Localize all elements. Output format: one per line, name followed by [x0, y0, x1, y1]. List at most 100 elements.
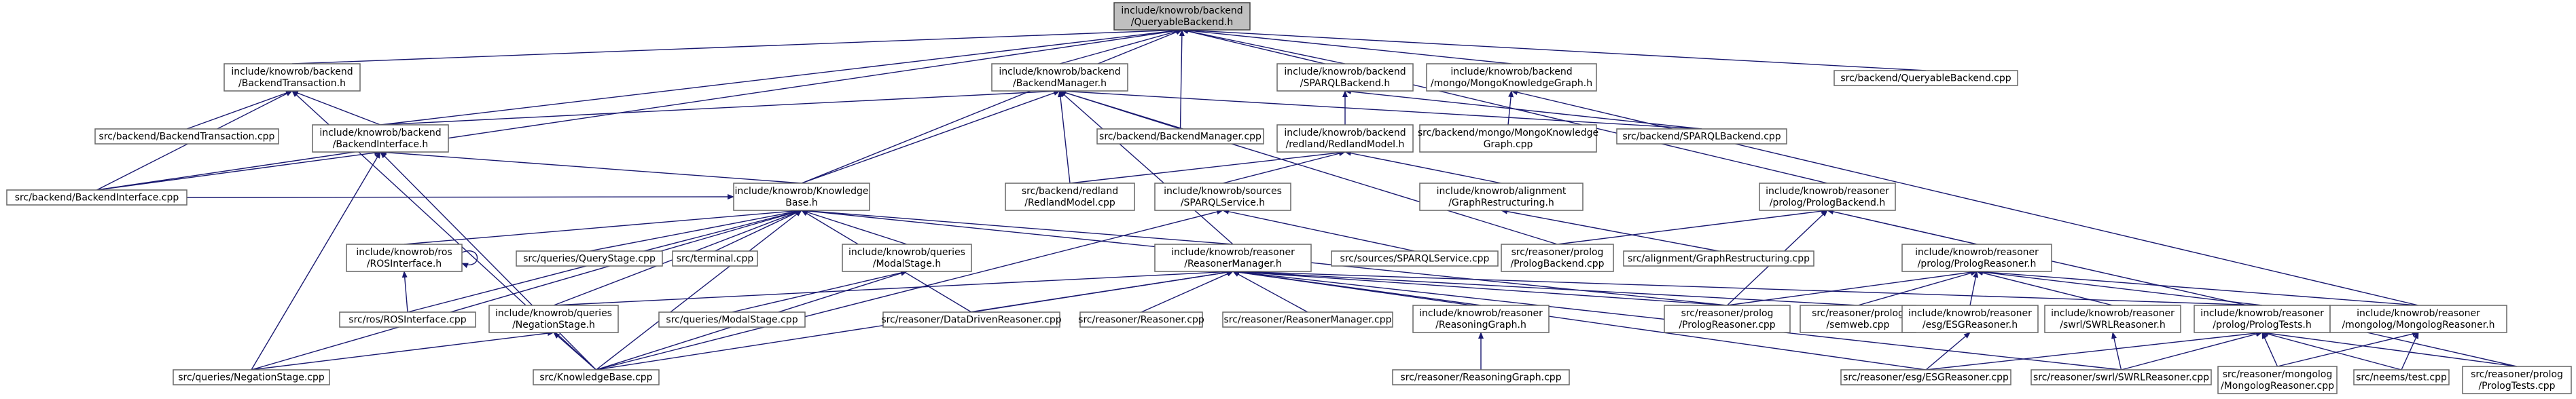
- edge-semweb_cpp-to-plr_h: [1857, 270, 1978, 306]
- node-label: src/backend/SPARQLBackend.cpp: [1622, 132, 1781, 142]
- file-node-neg-h[interactable]: include/knowrob/queries/NegationStage.h: [488, 305, 619, 333]
- node-box: [173, 369, 330, 385]
- file-node-gr-h[interactable]: include/knowrob/alignment/GraphRestructu…: [1419, 183, 1584, 211]
- file-node-esg-cpp[interactable]: src/reasoner/esg/ESGReasoner.cpp: [1840, 369, 2011, 385]
- file-node-mongokg-h[interactable]: include/knowrob/backend/mongo/MongoKnowl…: [1426, 63, 1597, 92]
- edge-kb_cpp-to-bi_h: [380, 151, 596, 370]
- file-node-rm-cpp[interactable]: src/reasoner/ReasonerManager.cpp: [1222, 311, 1393, 328]
- file-node-bm-cpp[interactable]: src/backend/BackendManager.cpp: [1096, 128, 1264, 145]
- edge-neg_cpp-to-kb_h: [251, 209, 802, 370]
- file-node-bi-cpp[interactable]: src/backend/BackendInterface.cpp: [6, 189, 187, 206]
- file-node-qb-h[interactable]: include/knowrob/backend/QueryableBackend…: [1113, 2, 1251, 31]
- file-node-reasoner-cpp[interactable]: src/reasoner/Reasoner.cpp: [1078, 311, 1204, 328]
- file-node-bi-h[interactable]: include/knowrob/backend/BackendInterface…: [312, 124, 449, 153]
- dependency-edge: [1976, 270, 2113, 306]
- file-node-plb-h[interactable]: include/knowrob/reasoner/prolog/PrologBa…: [1759, 183, 1896, 211]
- node-label: include/knowrob/reasoner: [1766, 186, 1889, 197]
- file-node-plr-h[interactable]: include/knowrob/reasoner/prolog/PrologRe…: [1901, 244, 2052, 272]
- node-label: include/knowrob/backend: [1450, 66, 1572, 77]
- node-box: [2044, 305, 2181, 333]
- edge-mongokg_cpp-to-mongokg_h: [1507, 90, 1514, 126]
- node-box: [2031, 369, 2212, 385]
- file-node-kb-cpp[interactable]: src/KnowledgeBase.cpp: [533, 369, 660, 385]
- file-node-semweb-cpp[interactable]: src/reasoner/prolog/semweb.cpp: [1800, 305, 1916, 333]
- dependency-edge: [1501, 208, 1719, 252]
- file-node-swrl-cpp[interactable]: src/reasoner/swrl/SWRLReasoner.cpp: [2031, 369, 2212, 385]
- dependency-edge: [380, 28, 1183, 126]
- file-node-esg-h[interactable]: include/knowrob/reasoner/esg/ESGReasoner…: [1901, 305, 2039, 333]
- edge-esg_h-to-plr_h: [1969, 271, 1979, 306]
- node-box: [1331, 250, 1499, 267]
- edge-mongolog_cpp-to-pltests_h: [2261, 332, 2278, 367]
- file-node-mongolog-cpp[interactable]: src/reasoner/mongolog/MongologReasoner.c…: [2217, 366, 2338, 394]
- file-node-modal-h[interactable]: include/knowrob/queries/ModalStage.h: [842, 244, 972, 272]
- edge-redland_cpp-to-redland_h: [1069, 150, 1346, 184]
- file-node-neg-cpp[interactable]: src/queries/NegationStage.cpp: [173, 369, 330, 385]
- file-node-sparql-h[interactable]: include/knowrob/backend/SPARQLBackend.h: [1276, 63, 1414, 92]
- node-label: /PrologReasoner.cpp: [1679, 320, 1775, 330]
- edge-neems_cpp-to-pltests_h: [2261, 331, 2402, 370]
- dependency-edge: [1925, 330, 2263, 370]
- edge-kb_h-to-bm_h: [801, 90, 1060, 184]
- file-node-bm-h[interactable]: include/knowrob/backend/BackendManager.h: [991, 63, 1128, 92]
- node-box: [658, 311, 806, 328]
- file-node-mongokg-cpp[interactable]: src/backend/mongo/MongoKnowledgeGraph.cp…: [1418, 124, 1598, 153]
- edge-qb_cpp-to-qb_h: [1181, 27, 1927, 71]
- node-label: Base.h: [785, 197, 817, 208]
- edge-neg_cpp-to-bi_h: [251, 151, 381, 370]
- edge-kb_cpp-to-neg_h: [553, 332, 596, 370]
- file-node-pltests-cpp[interactable]: src/reasoner/prolog/PrologTests.cpp: [2462, 366, 2572, 394]
- edge-pltests_cpp-to-pltests_h: [2261, 330, 2518, 367]
- dependency-edge: [251, 330, 554, 370]
- file-node-redland-cpp[interactable]: src/backend/redland/RedlandModel.cpp: [1005, 183, 1135, 211]
- file-node-rm-h[interactable]: include/knowrob/reasoner/ReasonerManager…: [1154, 244, 1312, 272]
- file-node-ddr-cpp[interactable]: src/reasoner/DataDrivenReasoner.cpp: [881, 311, 1062, 328]
- file-node-bt-h[interactable]: include/knowrob/backend/BackendTransacti…: [223, 63, 361, 92]
- file-node-ros-h[interactable]: include/knowrob/ros/ROSInterface.h: [346, 244, 463, 272]
- edge-bm_cpp-to-qb_h: [1179, 29, 1185, 130]
- node-label: include/knowrob/queries: [495, 308, 612, 319]
- node-label: src/backend/QueryableBackend.cpp: [1840, 73, 2011, 84]
- file-node-bt-cpp[interactable]: src/backend/BackendTransaction.cpp: [94, 128, 279, 145]
- file-node-plb-cpp[interactable]: src/reasoner/prolog/PrologBackend.cpp: [1501, 244, 1614, 272]
- node-box: [1005, 183, 1135, 211]
- file-node-swrl-h[interactable]: include/knowrob/reasoner/swrl/SWRLReason…: [2044, 305, 2181, 333]
- node-box: [1623, 250, 1814, 267]
- file-node-term-cpp[interactable]: src/terminal.cpp: [672, 250, 758, 267]
- file-node-modal-cpp[interactable]: src/queries/ModalStage.cpp: [658, 311, 806, 328]
- file-node-rg-h[interactable]: include/knowrob/reasoner/ReasoningGraph.…: [1412, 305, 1550, 333]
- dependency-edge: [96, 28, 1183, 191]
- file-node-mongolog-h[interactable]: include/knowrob/reasoner/mongolog/Mongol…: [2329, 305, 2507, 333]
- file-node-qb-cpp[interactable]: src/backend/QueryableBackend.cpp: [1833, 70, 2018, 86]
- edge-semweb_cpp-to-rm_h: [1232, 269, 1859, 306]
- dependency-edge: [1222, 208, 1415, 252]
- edge-rm_h-to-kb_h: [801, 208, 1234, 245]
- file-node-kb-h[interactable]: include/knowrob/KnowledgeBase.h: [733, 183, 870, 211]
- file-node-rg-cpp[interactable]: src/reasoner/ReasoningGraph.cpp: [1392, 369, 1570, 385]
- dependency-edge: [553, 269, 1234, 306]
- file-node-ros-cpp[interactable]: src/ros/ROSInterface.cpp: [339, 311, 476, 328]
- dependency-edge: [1179, 29, 1185, 130]
- file-node-plr-cpp[interactable]: src/reasoner/prolog/PrologReasoner.cpp: [1664, 305, 1791, 333]
- node-label: include/knowrob/reasoner: [1171, 247, 1295, 258]
- file-node-sparqlsvc-h[interactable]: include/knowrob/sources/SPARQLService.h: [1154, 183, 1291, 211]
- edge-bm_h-to-qb_h: [1059, 28, 1183, 64]
- file-node-gr-cpp[interactable]: src/alignment/GraphRestructuring.cpp: [1623, 250, 1814, 267]
- file-node-sparql-cpp[interactable]: src/backend/SPARQLBackend.cpp: [1616, 128, 1787, 145]
- file-node-sparqlsvc-cpp[interactable]: src/sources/SPARQLService.cpp: [1331, 250, 1499, 267]
- node-box: [1501, 244, 1614, 272]
- edge-term_cpp-to-kb_h: [715, 210, 802, 252]
- node-label: /BackendManager.h: [1013, 78, 1107, 89]
- file-node-qs-cpp[interactable]: src/queries/QueryStage.cpp: [516, 250, 663, 267]
- edge-neg_cpp-to-neg_h: [251, 330, 554, 370]
- node-label: /PrologBackend.cpp: [1510, 259, 1604, 269]
- node-label: include/knowrob/reasoner: [2200, 308, 2324, 319]
- node-box: [2353, 369, 2450, 385]
- node-label: src/terminal.cpp: [677, 254, 754, 265]
- dependency-edge: [251, 209, 802, 370]
- file-node-pltests-h[interactable]: include/knowrob/reasoner/prolog/PrologTe…: [2194, 305, 2331, 333]
- file-node-redland-h[interactable]: include/knowrob/backend/redland/RedlandM…: [1276, 124, 1414, 153]
- file-node-neems-cpp[interactable]: src/neems/test.cpp: [2353, 369, 2450, 385]
- node-box: [2462, 366, 2572, 394]
